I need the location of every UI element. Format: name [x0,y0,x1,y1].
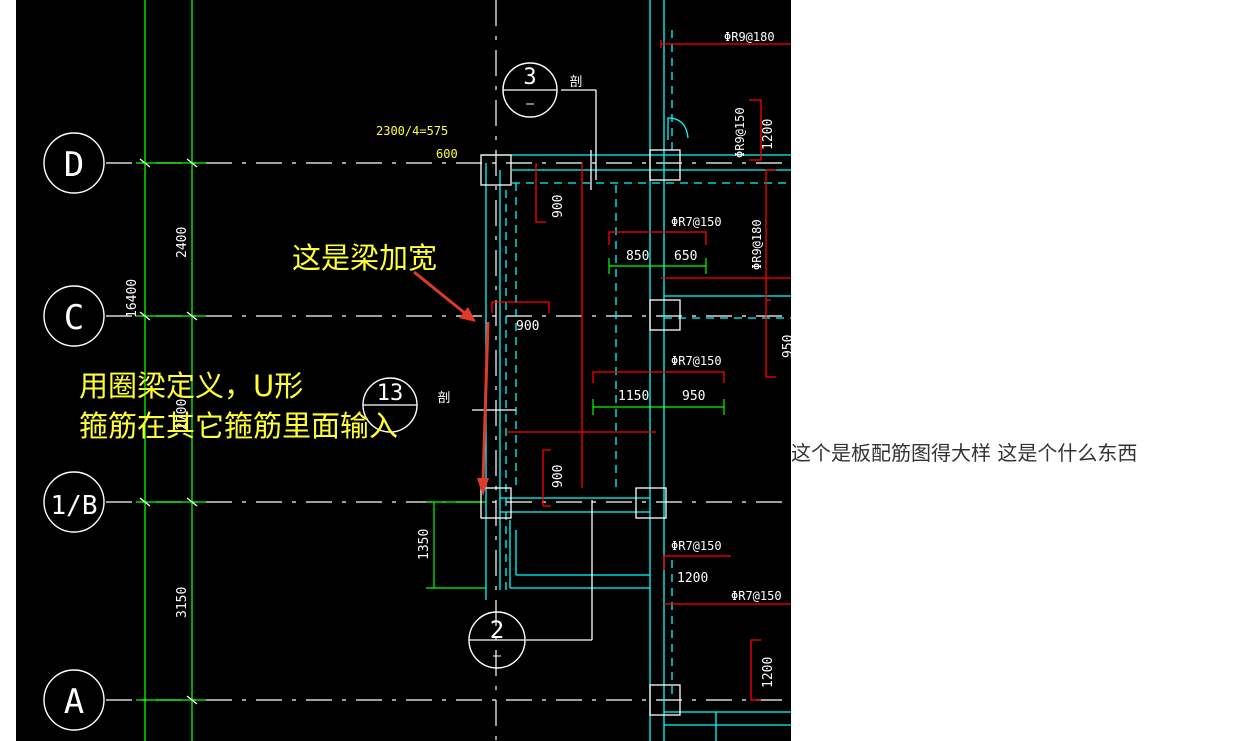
axis-label-c: C [64,298,84,338]
annotation-ring-beam-line2: 箍筋在其它箍筋里面输入 [79,409,399,443]
dim-1200-c: 1200 [761,657,776,688]
columns [472,89,681,716]
dim-950-right: 950 [781,335,791,358]
dim-16400: 16400 [125,279,140,318]
white-dimension-texts: 2400 16400 2700 3150 1350 900 900 900 85… [125,119,791,688]
dim-900-top: 900 [551,195,566,218]
annotation-beam-widen: 这是梁加宽 [292,241,438,275]
rebar-label-r1: ΦR9@180 [724,30,775,44]
dim-1150: 1150 [618,389,649,404]
section-number-2: 2 [490,616,504,644]
dim-1200-a: 1200 [761,119,776,150]
rebar-texts: ΦR9@180 ΦR9@150 ΦR9@180 ΦR7@150 ΦR7@150 … [671,30,782,603]
section-marker-2: 2 [468,611,526,669]
green-grid-lines [144,0,193,741]
section-markers: 3 剖 13 剖 2 [362,62,583,669]
axis-bubble-1b: 1/B [43,471,105,533]
section-marker-3: 3 剖 [502,62,583,118]
beam-outlines [482,0,791,741]
rebar-lines [491,40,791,701]
green-dimension-lines [136,162,725,701]
rebar-label-r3: ΦR9@180 [750,219,764,270]
axis-bubble-d: D [43,132,105,194]
dim-650: 650 [674,249,697,264]
axis-label-1b: 1/B [51,491,98,521]
dim-2400: 2400 [175,227,190,258]
rebar-label-r7: ΦR7@150 [731,589,782,603]
section-suffix-13: 剖 [437,391,450,406]
dim-600: 600 [436,147,458,161]
section-number-3: 3 [523,65,536,90]
formula-text: 2300/4=575 [376,124,448,138]
axis-label-a: A [64,682,84,722]
rebar-label-r4: ΦR7@150 [671,215,722,229]
dim-900-low: 900 [551,465,566,488]
section-number-13: 13 [377,381,404,406]
dim-900-mid: 900 [516,319,539,334]
annotation-ring-beam-line1: 用圈梁定义，U形 [79,369,304,403]
axis-bubble-c: C [43,285,105,347]
dim-3150: 3150 [175,587,190,618]
section-marker-13: 13 剖 [362,377,451,433]
rebar-label-r2: ΦR9@150 [733,107,747,158]
axis-label-d: D [64,145,84,185]
dimension-ticks [139,158,198,705]
rebar-label-r5: ΦR7@150 [671,354,722,368]
axis-bubble-a: A [43,669,105,731]
dim-2700: 2700 [175,399,190,430]
axis-bubbles: D C 1/B A [43,132,105,731]
axis-lines [106,0,791,741]
dim-950: 950 [682,389,705,404]
rebar-label-r6: ΦR7@150 [671,539,722,553]
annotation-arrow [413,270,490,496]
image-caption: 这个是板配筋图得大样 这是个什么东西 [791,441,1138,465]
cad-drawing-viewport: D C 1/B A 3 剖 13 剖 [16,0,791,741]
section-suffix-3: 剖 [569,75,582,90]
cad-drawing-canvas: D C 1/B A 3 剖 13 剖 [43,0,791,741]
dim-1350: 1350 [417,529,432,560]
dim-850: 850 [626,249,649,264]
yellow-dimension-texts: 2300/4=575 600 [376,124,458,161]
dim-1200-b: 1200 [677,571,708,586]
